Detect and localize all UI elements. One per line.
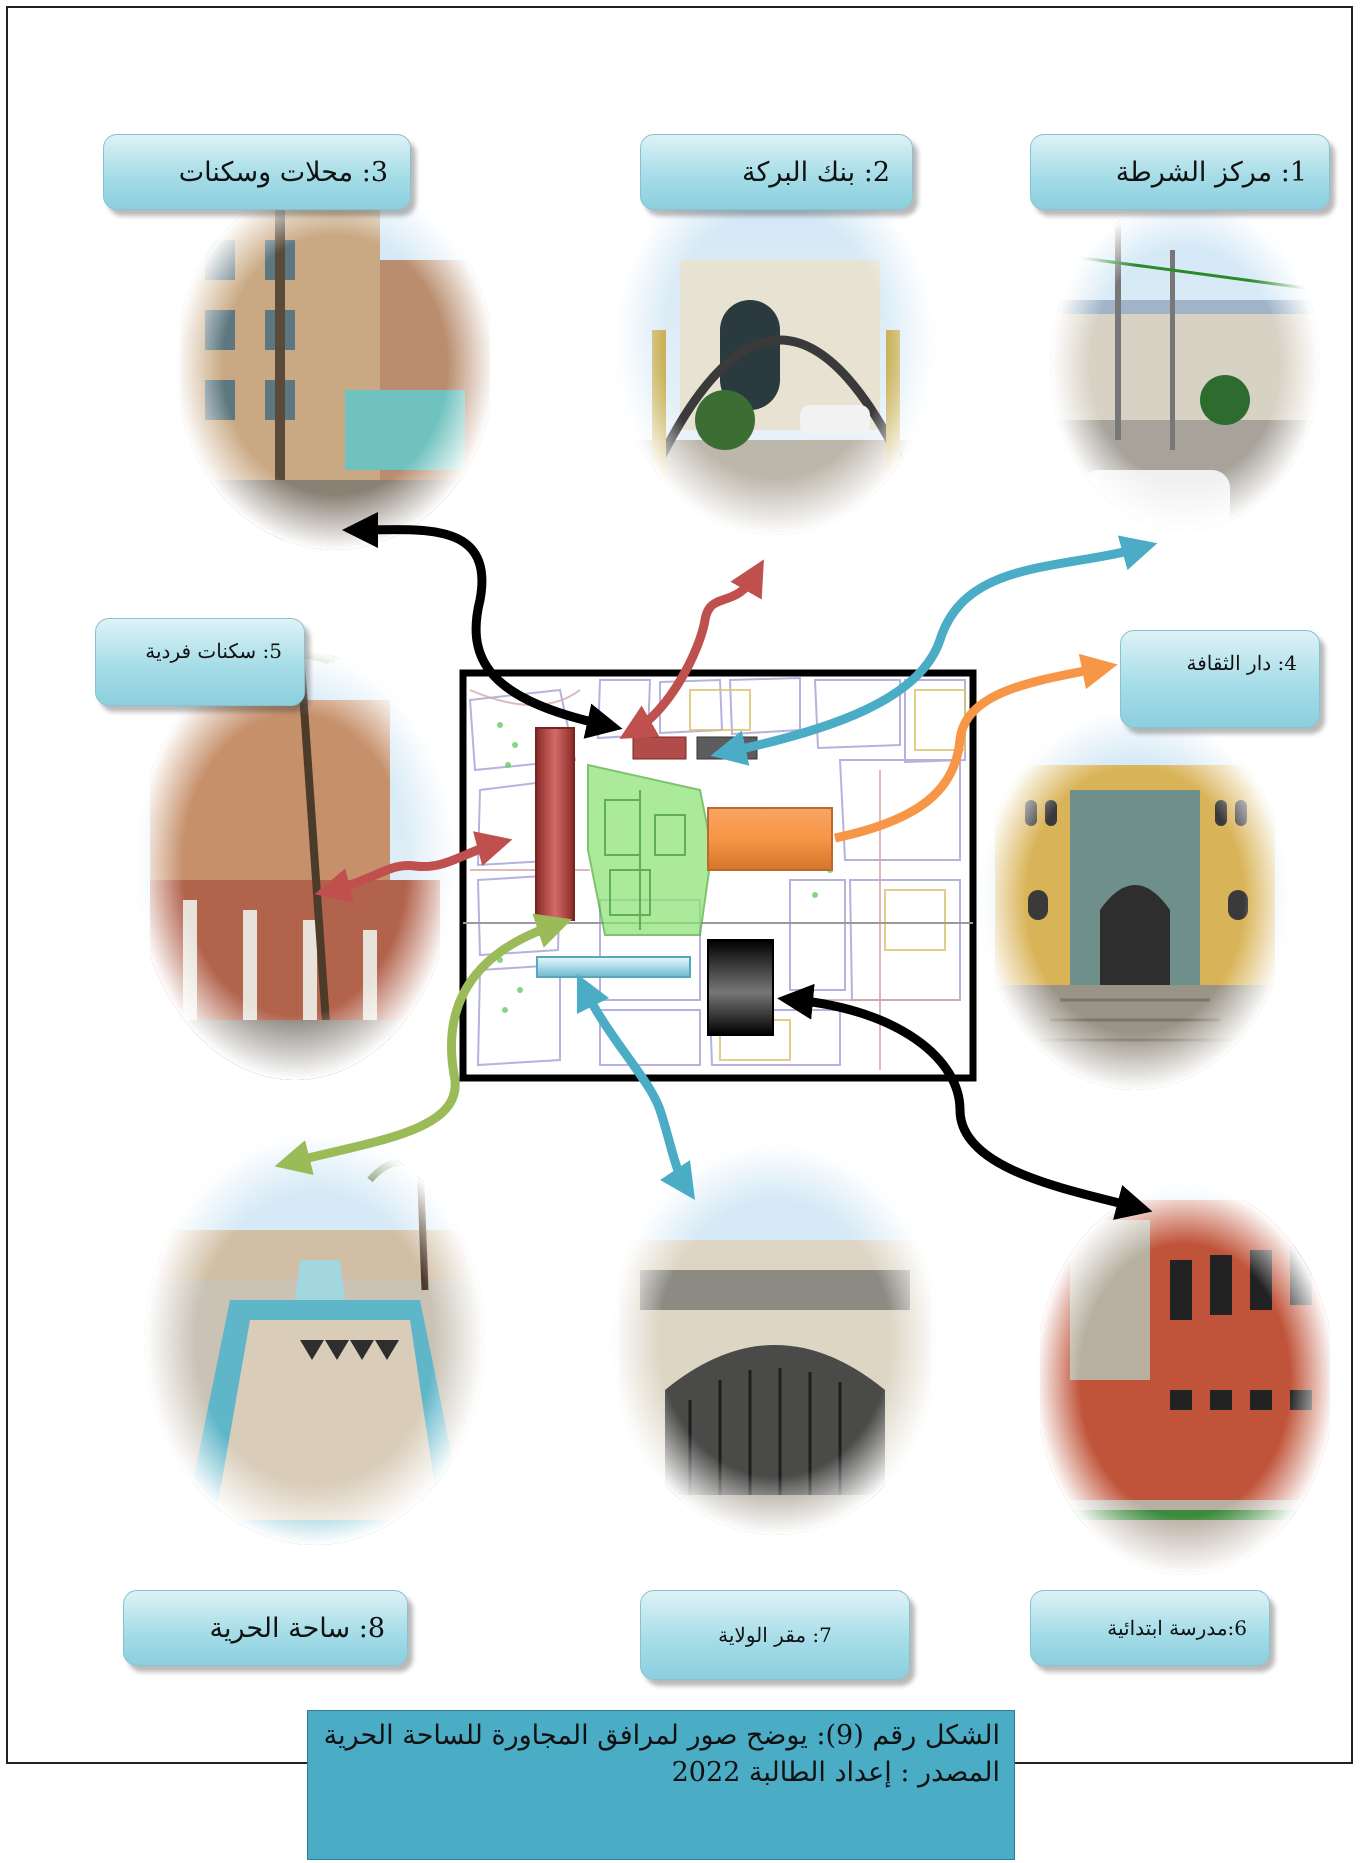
label-primary-school: 6:مدرسة ابتدائية — [1030, 1590, 1270, 1666]
label-police-station: 1: مركز الشرطة — [1030, 134, 1330, 210]
figure-caption-title: الشكل رقم (9): يوضح صور لمرافق المجاورة … — [323, 1720, 1000, 1751]
photo-primary-school-fade — [1035, 1185, 1335, 1575]
arrow-police — [710, 535, 1158, 766]
photo-house-of-culture-fade — [980, 710, 1290, 1090]
label-freedom-square: 8: ساحة الحرية — [123, 1590, 408, 1666]
photo-freedom-square-fade — [145, 1135, 485, 1545]
arrow-houses — [314, 831, 513, 904]
label-shops-housing: 3: محلات وسكنات — [103, 134, 411, 210]
arrow-square — [274, 913, 573, 1176]
arrow-school — [777, 983, 1153, 1220]
photo-wilaya-hq-fade — [610, 1145, 940, 1535]
label-individual-housing: 5: سكنات فردية — [95, 618, 305, 706]
block-culture-house — [707, 807, 833, 871]
block-wilaya — [536, 956, 691, 978]
photo-police-station-fade — [1050, 200, 1320, 530]
block-school — [707, 939, 774, 1036]
arrow-wilaya — [576, 973, 695, 1200]
label-al-baraka-bank: 2: بنك البركة — [640, 134, 913, 210]
figure-caption: الشكل رقم (9): يوضح صور لمرافق المجاورة … — [307, 1710, 1015, 1860]
block-shops-housing — [535, 727, 575, 921]
arrow-culture — [834, 653, 1118, 843]
label-house-of-culture: 4: دار الثقافة — [1120, 630, 1320, 728]
block-bank — [632, 736, 687, 760]
photo-al-baraka-bank-fade — [615, 155, 935, 535]
arrow-shops — [342, 511, 623, 739]
label-wilaya-hq: 7: مقر الولاية — [640, 1590, 910, 1680]
photo-shops-housing-fade — [175, 180, 495, 550]
figure-caption-source: المصدر : إعداد الطالبة 2022 — [671, 1757, 1000, 1788]
